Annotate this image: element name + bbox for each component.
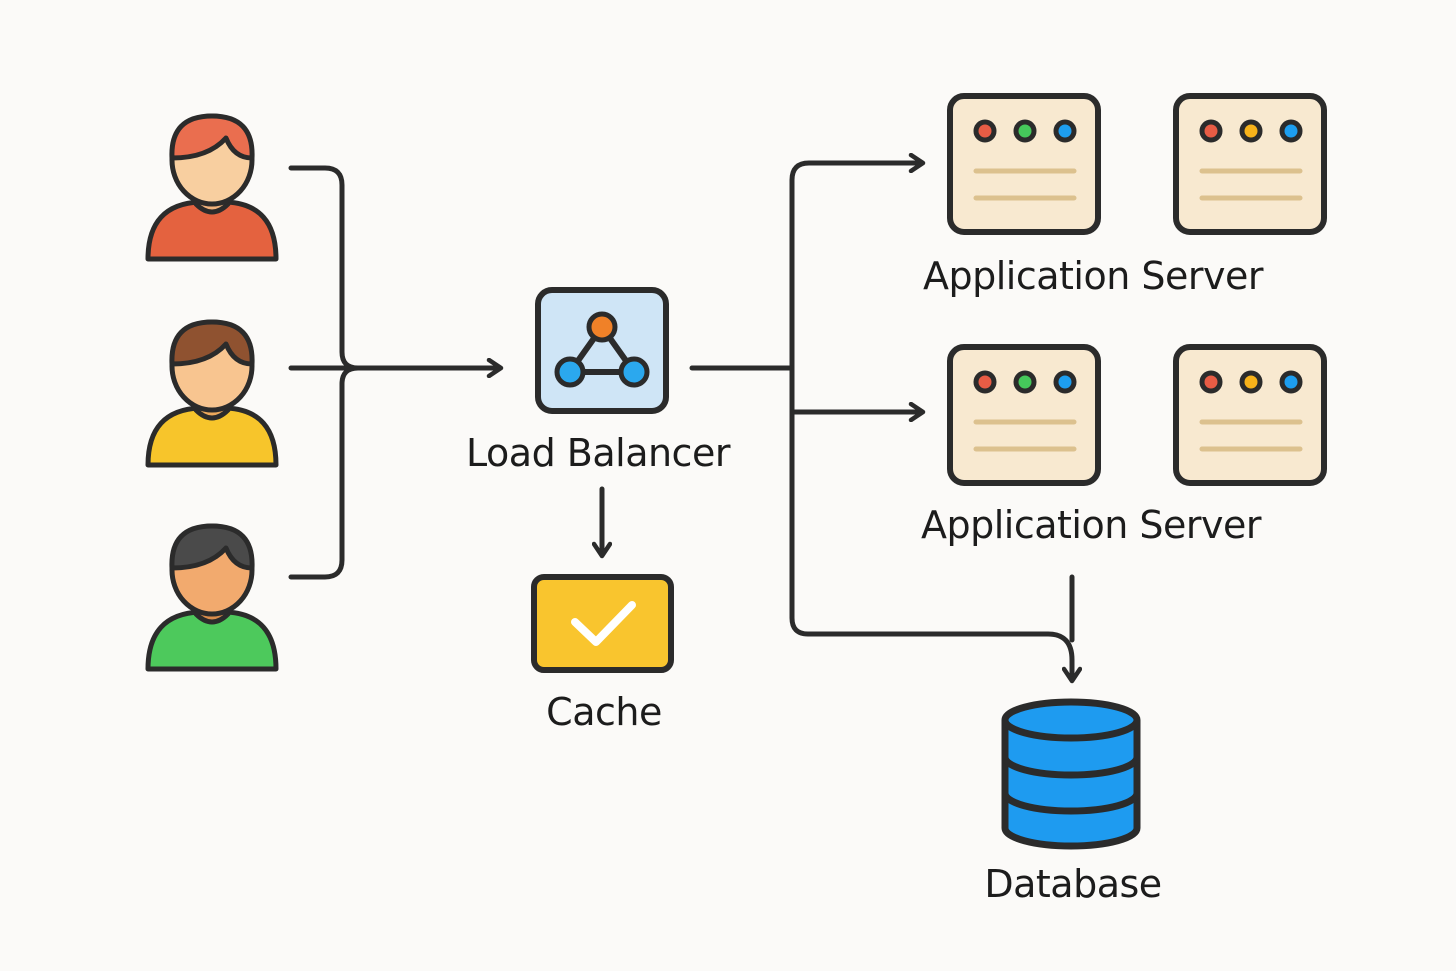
app-server-1-label: Application Server <box>922 254 1264 298</box>
app-server-group-1 <box>947 93 1327 235</box>
user-1-avatar[interactable] <box>145 113 279 262</box>
lb-right-node <box>618 356 650 388</box>
lb-top-node <box>586 311 618 343</box>
cache-label: Cache <box>546 690 662 734</box>
app-server-2-label: Application Server <box>920 503 1262 547</box>
user-3-avatar[interactable] <box>145 523 279 672</box>
lb-to-servers-connector <box>602 163 1072 680</box>
app-server-group-2 <box>947 344 1327 486</box>
users-group <box>145 113 279 672</box>
users-to-lb-connector <box>288 165 500 580</box>
status-light <box>1279 370 1303 394</box>
database-label: Database <box>984 862 1162 906</box>
app-servers-group <box>947 93 1327 486</box>
status-light <box>1199 370 1223 394</box>
user-2-avatar[interactable] <box>145 319 279 468</box>
load-balancer-label: Load Balancer <box>466 431 730 475</box>
status-light <box>1279 119 1303 143</box>
status-light <box>973 370 997 394</box>
server-box <box>947 93 1101 235</box>
user-3-connector <box>288 365 361 580</box>
status-light <box>1053 119 1077 143</box>
server-box <box>1173 93 1327 235</box>
status-light <box>1013 119 1037 143</box>
load-balancer-node[interactable] <box>535 287 669 414</box>
server-icon[interactable] <box>947 344 1101 486</box>
server-box <box>1173 344 1327 486</box>
hair <box>169 113 255 161</box>
lb-left-node <box>554 356 586 388</box>
to-database-connector <box>789 409 1072 680</box>
status-light <box>1053 370 1077 394</box>
hair <box>169 319 255 367</box>
user-1-connector <box>288 165 361 371</box>
checkmark-icon <box>571 601 636 646</box>
network-icon <box>554 311 650 388</box>
database-icon <box>1001 698 1141 850</box>
cache-node[interactable] <box>531 574 674 673</box>
load-balancer-box <box>535 287 669 414</box>
status-light <box>1239 370 1263 394</box>
server-icon[interactable] <box>947 93 1101 235</box>
to-app-server-2-connector <box>789 365 922 412</box>
status-light <box>973 119 997 143</box>
database-node[interactable] <box>1001 698 1141 850</box>
status-light <box>1239 119 1263 143</box>
to-app-server-1-connector <box>789 163 922 371</box>
server-icon[interactable] <box>1173 93 1327 235</box>
status-light <box>1199 119 1223 143</box>
cache-box <box>531 574 674 673</box>
server-icon[interactable] <box>1173 344 1327 486</box>
hair <box>169 523 255 571</box>
server-box <box>947 344 1101 486</box>
status-light <box>1013 370 1037 394</box>
